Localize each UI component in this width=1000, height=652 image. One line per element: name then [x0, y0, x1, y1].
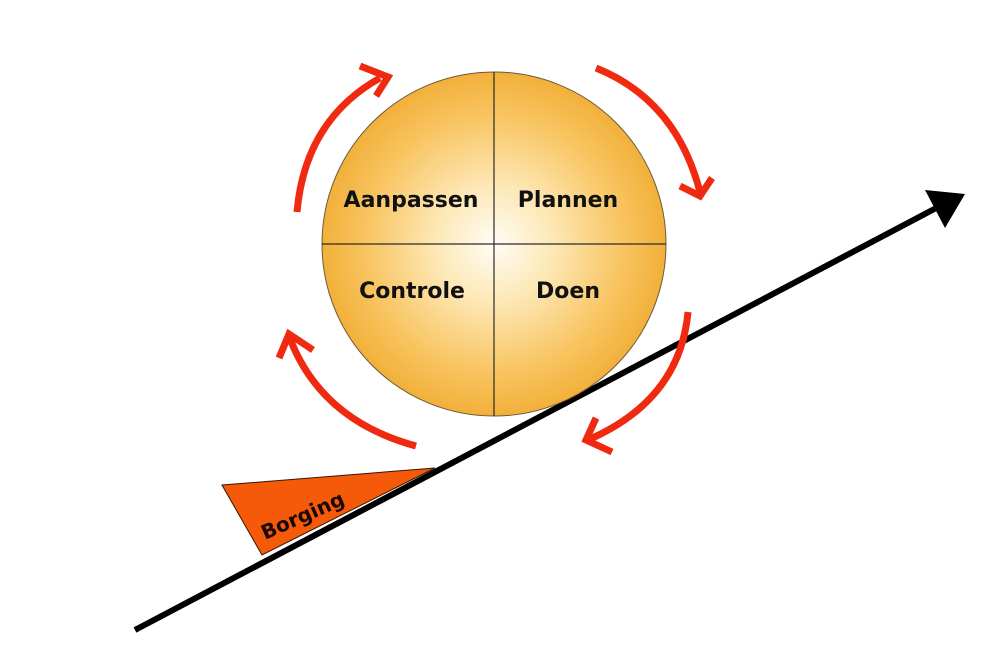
- incline-line: [133, 203, 942, 633]
- cycle-arrows: [275, 62, 715, 456]
- cycle-arrow-bottom-left: [275, 328, 417, 450]
- quadrant-aanpassen: Aanpassen: [344, 188, 479, 213]
- borging-wedge: Borging: [221, 467, 436, 556]
- cycle-arrow-bottom-right: [581, 311, 692, 456]
- quadrant-doen: Doen: [536, 279, 600, 304]
- incline-arrow: [133, 190, 965, 633]
- pdca-circle: Aanpassen Plannen Controle Doen: [321, 71, 667, 417]
- cycle-arrow-top-left: [293, 62, 394, 213]
- incline-arrowhead: [925, 190, 965, 228]
- quadrant-controle: Controle: [359, 279, 465, 304]
- quadrant-plannen: Plannen: [518, 188, 618, 213]
- cycle-arrow-top-right: [594, 64, 715, 201]
- wedge-shape: [221, 467, 436, 556]
